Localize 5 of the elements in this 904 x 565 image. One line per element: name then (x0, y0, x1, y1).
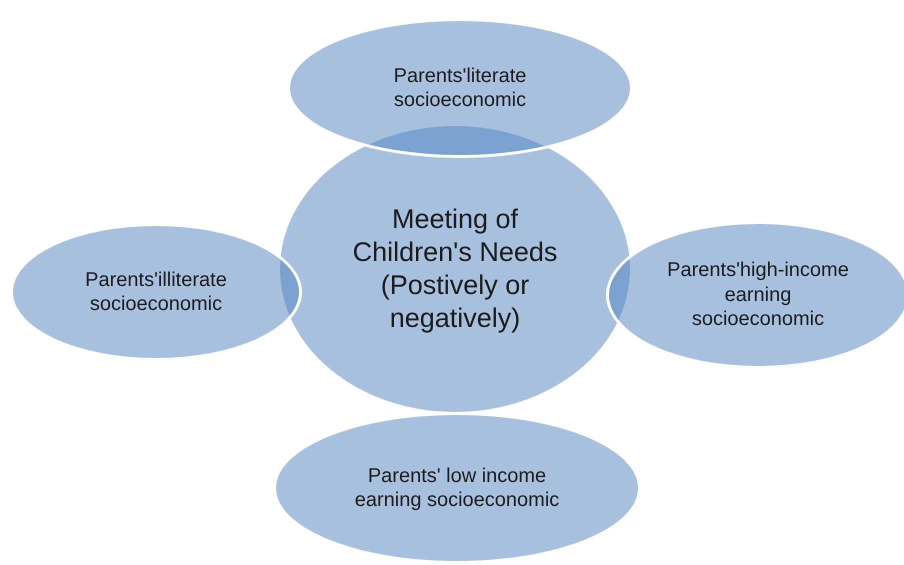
node-label: Parents'literate socioeconomic (392, 64, 528, 112)
node-label: Parents'illiterate socioeconomic (84, 268, 228, 316)
node-label: Parents'high-income earning socioeconomic (666, 258, 850, 332)
node-label: Parents' low income earning socioeconomic (354, 464, 560, 512)
node-label: Meeting of Children's Needs (Postively or negatively) (352, 203, 558, 335)
